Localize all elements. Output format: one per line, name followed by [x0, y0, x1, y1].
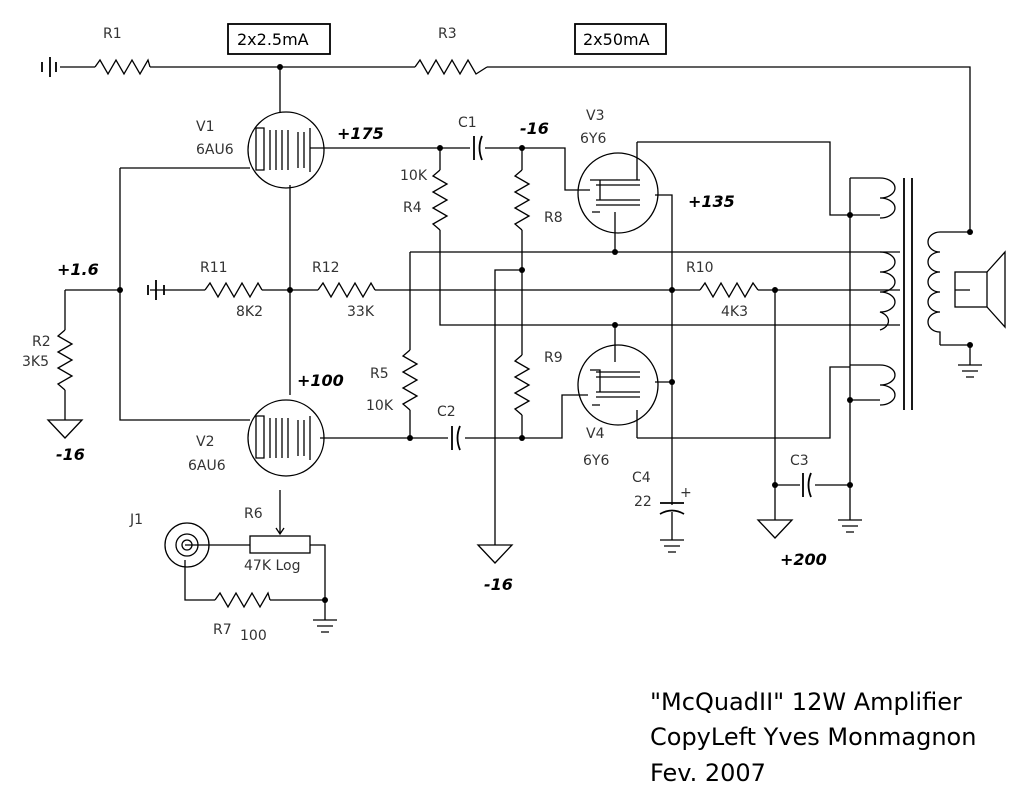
junctions — [117, 64, 973, 603]
voltage-v2-plate: +100 — [297, 371, 344, 390]
label-v3-type: 6Y6 — [580, 131, 606, 147]
label-v4: V4 — [586, 426, 605, 442]
label-r9: R9 — [544, 350, 563, 366]
bias-cells — [41, 57, 165, 300]
current-box-v1: 2x2.5mA — [237, 30, 309, 49]
ground-r7 — [313, 619, 337, 633]
ground-bplus — [756, 519, 794, 539]
ground-c3 — [838, 519, 862, 533]
label-r7: R7 — [213, 622, 232, 638]
voltage-cathode: +1.6 — [57, 260, 99, 279]
label-r3: R3 — [438, 26, 457, 42]
c4-plus: + — [680, 485, 692, 501]
tubes — [247, 111, 659, 477]
r4-symbol — [431, 169, 449, 231]
r9-symbol — [513, 354, 531, 416]
voltage-bplus: +200 — [780, 550, 827, 569]
label-r4: R4 — [403, 200, 422, 216]
v4-tube — [577, 344, 659, 438]
label-r6: R6 — [244, 506, 263, 522]
voltage-labels: +175 -16 +135 +1.6 +100 -16 +200 -16 — [56, 119, 827, 594]
voltage-r2-gnd: -16 — [56, 445, 85, 464]
label-c3: C3 — [790, 453, 809, 469]
label-r10-val: 4K3 — [721, 304, 748, 320]
label-r4-val: 10K — [400, 168, 428, 184]
title-line2: CopyLeft Yves Monmagnon — [650, 723, 976, 751]
current-box-v3-frame — [574, 23, 667, 55]
ground-mid — [476, 544, 514, 564]
speaker-symbol — [954, 250, 1006, 329]
current-box-v1-frame — [227, 23, 331, 55]
bias-cell-mid — [147, 280, 165, 300]
r10-symbol — [699, 281, 759, 299]
r1-symbol — [94, 58, 151, 76]
label-r2: R2 — [32, 334, 51, 350]
v2-tube — [247, 399, 325, 477]
label-r12-val: 33K — [347, 304, 375, 320]
grounds — [46, 364, 982, 633]
r12-symbol — [317, 281, 376, 299]
capacitors: + — [451, 135, 812, 515]
r8-symbol — [513, 169, 531, 231]
label-r7-val: 100 — [240, 628, 267, 644]
voltage-mid-gnd: -16 — [484, 575, 513, 594]
current-box-v3: 2x50mA — [583, 30, 650, 49]
output-transformer — [850, 177, 941, 410]
label-r5: R5 — [370, 366, 389, 382]
label-v2-type: 6AU6 — [188, 458, 226, 474]
label-r11-val: 8K2 — [236, 304, 263, 320]
r5-symbol — [401, 349, 419, 411]
v1-tube — [247, 111, 325, 189]
label-v2: V2 — [196, 434, 214, 450]
title-line3: Fev. 2007 — [650, 759, 766, 787]
r11-symbol — [204, 281, 263, 299]
label-v4-type: 6Y6 — [583, 453, 609, 469]
ground-speaker — [958, 364, 982, 378]
v3-tube — [577, 142, 659, 235]
label-r2-val: 3K5 — [22, 354, 49, 370]
label-r8: R8 — [544, 210, 563, 226]
title-line1: "McQuadII" 12W Amplifier — [650, 688, 962, 716]
wires — [60, 66, 971, 620]
label-c2: C2 — [437, 404, 456, 420]
jack-j1 — [164, 522, 210, 568]
label-r1: R1 — [103, 26, 122, 42]
c4-symbol — [659, 502, 685, 515]
voltage-v1-plate: +175 — [337, 124, 384, 143]
component-labels: R1 R3 V1 6AU6 C1 V3 6Y6 10K R4 R8 R11 8K… — [22, 26, 809, 644]
label-c1: C1 — [458, 115, 477, 131]
label-r12: R12 — [312, 260, 340, 276]
c1-symbol — [473, 135, 483, 161]
resistors — [56, 58, 759, 609]
r7-symbol — [214, 591, 271, 609]
label-r6-val: 47K Log — [244, 558, 300, 574]
c3-symbol — [802, 472, 812, 498]
label-v1-type: 6AU6 — [196, 142, 234, 158]
r2-symbol — [56, 329, 74, 391]
r6-symbol — [249, 535, 311, 554]
voltage-bias-top: -16 — [520, 119, 549, 138]
bias-cell-top — [41, 57, 57, 77]
label-c4: C4 — [632, 470, 651, 486]
label-r10: R10 — [686, 260, 714, 276]
c2-symbol — [451, 425, 461, 451]
ground-c4 — [660, 539, 684, 553]
ground-r2 — [46, 419, 84, 439]
voltage-v3-cathode: +135 — [688, 192, 735, 211]
label-c4-val: 22 — [634, 494, 652, 510]
r3-symbol — [414, 58, 488, 76]
label-v3: V3 — [586, 108, 604, 124]
label-r5-val: 10K — [366, 398, 394, 414]
label-v1: V1 — [196, 119, 214, 135]
title-block: "McQuadII" 12W Amplifier CopyLeft Yves M… — [650, 688, 976, 787]
label-j1: J1 — [129, 512, 143, 528]
label-r11: R11 — [200, 260, 228, 276]
